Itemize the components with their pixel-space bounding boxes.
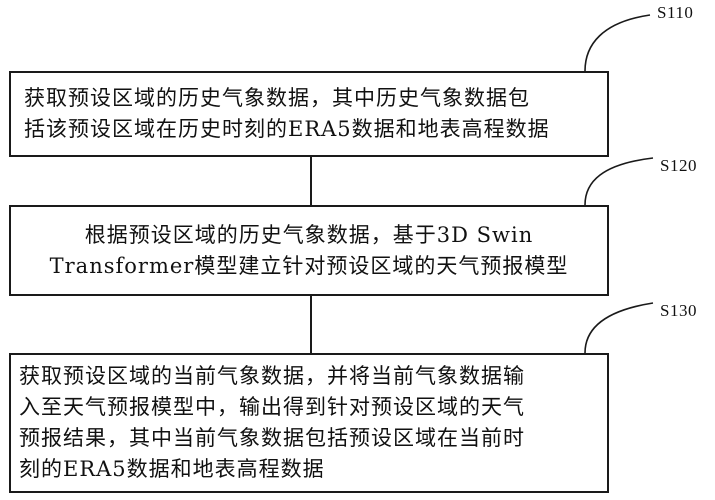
step-box-s130: 获取预设区域的当前气象数据，并将当前气象数据输 入至天气预报模型中，输出得到针对… xyxy=(9,353,609,493)
leader-curve-s110 xyxy=(584,14,651,72)
leader-curve-s130 xyxy=(584,302,654,354)
step-box-s120: 根据预设区域的历史气象数据，基于3D Swin Transformer模型建立针… xyxy=(9,205,609,296)
step-label-s130: S130 xyxy=(660,301,697,320)
step-text-s120: 根据预设区域的历史气象数据，基于3D Swin Transformer模型建立针… xyxy=(49,222,569,278)
step-text-s130: 获取预设区域的当前气象数据，并将当前气象数据输 入至天气预报模型中，输出得到针对… xyxy=(19,364,525,481)
leader-curve-s120 xyxy=(584,157,654,206)
step-box-s110: 获取预设区域的历史气象数据，其中历史气象数据包 括该预设区域在历史时刻的ERA5… xyxy=(9,71,609,157)
step-label-s120: S120 xyxy=(660,156,697,175)
step-text-s110: 获取预设区域的历史气象数据，其中历史气象数据包 括该预设区域在历史时刻的ERA5… xyxy=(24,86,550,141)
step-label-s110: S110 xyxy=(657,3,694,22)
